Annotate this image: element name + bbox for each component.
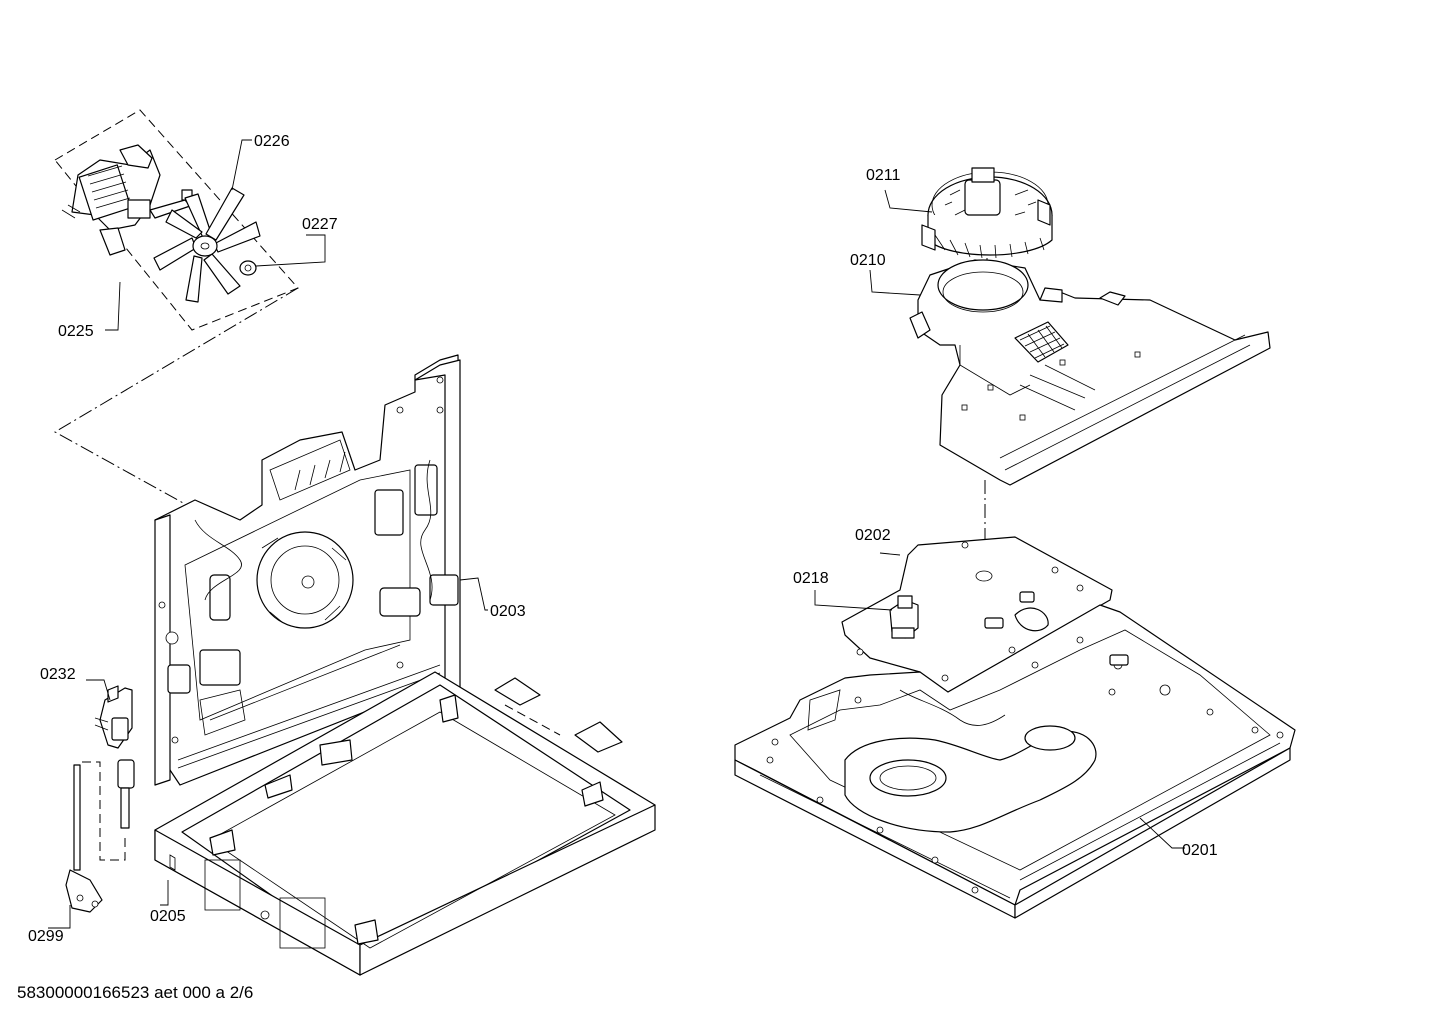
insulation-plate[interactable]	[841, 536, 1113, 693]
label-0211: 0211	[866, 167, 901, 184]
cooling-fan[interactable]	[921, 167, 1053, 259]
label-0299: 0299	[28, 928, 64, 945]
fan-motor[interactable]	[61, 144, 193, 256]
assembly-guide-line	[53, 287, 299, 541]
bottom-frame[interactable]	[154, 671, 656, 976]
power-cable-plug[interactable]	[65, 764, 103, 913]
fan-assembly-group	[54, 109, 299, 331]
label-0202: 0202	[855, 527, 891, 544]
temperature-sensor-holder[interactable]	[94, 685, 133, 749]
sensor-connector[interactable]	[117, 759, 135, 829]
fan-nut[interactable]	[239, 260, 257, 276]
label-0232: 0232	[40, 666, 76, 683]
base-plate[interactable]	[734, 604, 1296, 919]
sensor-clip[interactable]	[889, 595, 919, 639]
air-duct-cover[interactable]	[909, 259, 1271, 486]
label-0201: 0201	[1182, 842, 1218, 859]
back-panel[interactable]	[154, 354, 461, 786]
label-0210: 0210	[850, 252, 886, 269]
cable-group-outline	[82, 761, 126, 861]
label-0225: 0225	[58, 323, 94, 340]
document-code: 58300000166523 aet 000 a 2/6	[17, 983, 253, 1002]
label-0226: 0226	[254, 133, 290, 150]
fan-wheel[interactable]	[153, 187, 261, 303]
label-0218: 0218	[793, 570, 829, 587]
label-0203: 0203	[490, 603, 526, 620]
leader-lines	[48, 139, 1185, 929]
label-0227: 0227	[302, 216, 338, 233]
label-0205: 0205	[150, 908, 186, 925]
